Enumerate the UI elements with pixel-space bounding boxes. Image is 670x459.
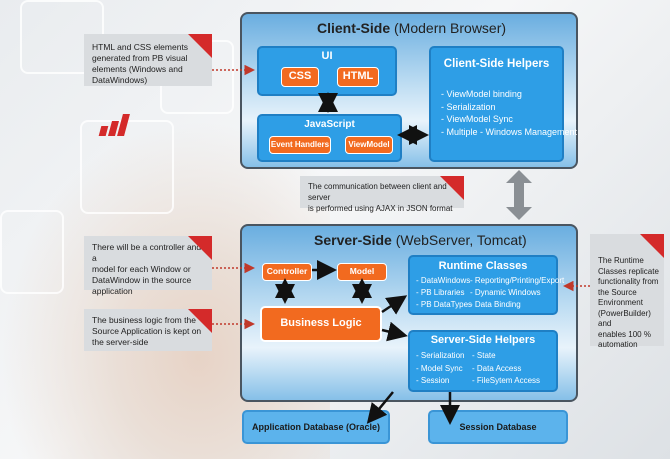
note-line: is performed using AJAX in JSON format <box>308 204 453 213</box>
note-line: generated from PB visual <box>92 53 188 63</box>
note-line: (PowerBuilder) and <box>598 308 651 329</box>
note-controller: There will be a controller and a model f… <box>84 236 212 296</box>
note-line: elements (Windows and DataWindows) <box>92 64 183 85</box>
session-database-label: Session Database <box>459 422 537 432</box>
note-line: There will be a controller and a <box>92 242 202 263</box>
note-line: the Source <box>598 287 637 297</box>
client-server-arrow <box>506 170 532 220</box>
server-helpers-title: Server-Side Helpers <box>430 334 536 346</box>
client-helpers-box: Client-Side Helpers - ViewModel binding … <box>429 46 577 162</box>
list-item: - PB Libraries <box>416 288 465 297</box>
background-square <box>0 210 64 294</box>
list-item: - Reporting/Printing/Export <box>470 276 565 285</box>
client-side-title: Client-Side (Modern Browser) <box>317 20 507 36</box>
note-line: Classes replicate <box>598 266 659 276</box>
runtime-classes-box: Runtime Classes - DataWindows - PB Libra… <box>408 255 564 315</box>
list-item: - PB DataTypes <box>416 300 473 309</box>
html-chip: HTML <box>337 67 379 87</box>
runtime-list-col2: - Reporting/Printing/Export - Dynamic Wi… <box>470 275 564 311</box>
business-logic-label: Business Logic <box>280 317 362 329</box>
server-side-panel: Server-Side (WebServer, Tomcat) Controll… <box>240 224 578 402</box>
note-line: application <box>92 286 133 296</box>
note-html-css: HTML and CSS elements generated from PB … <box>84 34 212 86</box>
server-helpers-col2: - State - Data Access - FileSytem Access <box>472 350 540 388</box>
note-corner <box>640 234 664 258</box>
application-database-label: Application Database (Oracle) <box>251 422 381 432</box>
list-item: - Model Sync <box>416 363 463 373</box>
note-line: The business logic from the <box>92 315 196 325</box>
note-line: the server-side <box>92 337 149 347</box>
list-item: - Dynamic Windows <box>470 288 541 297</box>
server-helpers-box: Server-Side Helpers - Serialization - Mo… <box>408 330 558 392</box>
note-corner <box>440 176 464 200</box>
ui-title: UI <box>321 50 333 62</box>
note-ajax: The communication between client and ser… <box>300 176 464 213</box>
ui-box: UI CSS HTML <box>257 46 397 96</box>
css-chip: CSS <box>281 67 319 87</box>
list-item: - Serialization <box>441 101 496 112</box>
list-item: - ViewModel Sync <box>441 114 513 124</box>
list-item: - Session <box>416 376 450 385</box>
note-corner <box>188 236 212 260</box>
arrow-logic-helpers <box>381 321 408 342</box>
list-item: - ViewModel binding <box>441 89 522 99</box>
note-line: Source Application is kept on <box>92 326 202 336</box>
business-logic-box: Business Logic <box>260 306 382 342</box>
event-handlers-chip: Event Handlers <box>269 136 331 154</box>
note-business-logic: The business logic from the Source Appli… <box>84 309 212 351</box>
note-line: HTML and CSS elements <box>92 42 189 52</box>
note-line: The Runtime <box>598 256 644 265</box>
note-line: enables 100 % <box>598 329 651 339</box>
note-line: Environment <box>598 298 643 307</box>
note-runtime: The Runtime Classes replicate functional… <box>590 234 664 349</box>
arrow-logic-runtime <box>381 295 408 315</box>
note-line: DataWindow in the source <box>92 275 192 285</box>
note-corner <box>188 34 212 58</box>
javascript-title: JavaScript <box>304 119 355 130</box>
javascript-box: JavaScript Event Handlers ViewModel <box>257 114 402 162</box>
application-database-box: Application Database (Oracle) <box>242 410 390 444</box>
note-line: The communication between client and ser… <box>308 182 447 202</box>
client-helpers-title: Client-Side Helpers <box>443 58 550 70</box>
runtime-classes-title: Runtime Classes <box>438 260 528 272</box>
note-line: functionality from <box>598 277 659 286</box>
arrow-to-app-db <box>366 391 394 424</box>
viewmodel-chip: ViewModel <box>345 136 393 154</box>
list-item: - State <box>472 351 496 360</box>
server-helpers-col1: - Serialization - Model Sync - Session <box>416 350 464 388</box>
note-line: model for each Window or <box>92 264 191 274</box>
note-line: automation <box>598 340 638 349</box>
client-helpers-list: - ViewModel binding - Serialization - Vi… <box>441 88 577 138</box>
list-item: - Data Binding <box>470 300 521 309</box>
note-corner <box>188 309 212 333</box>
list-item: - Data Access <box>472 363 522 373</box>
list-item: - DataWindows <box>416 276 471 285</box>
list-item: - Multiple - Windows Management <box>441 126 578 137</box>
list-item: - FileSytem Access <box>472 376 541 385</box>
runtime-list-col1: - DataWindows - PB Libraries - PB DataTy… <box>416 275 472 311</box>
server-side-title: Server-Side (WebServer, Tomcat) <box>314 232 527 248</box>
list-item: - Serialization <box>416 351 465 360</box>
